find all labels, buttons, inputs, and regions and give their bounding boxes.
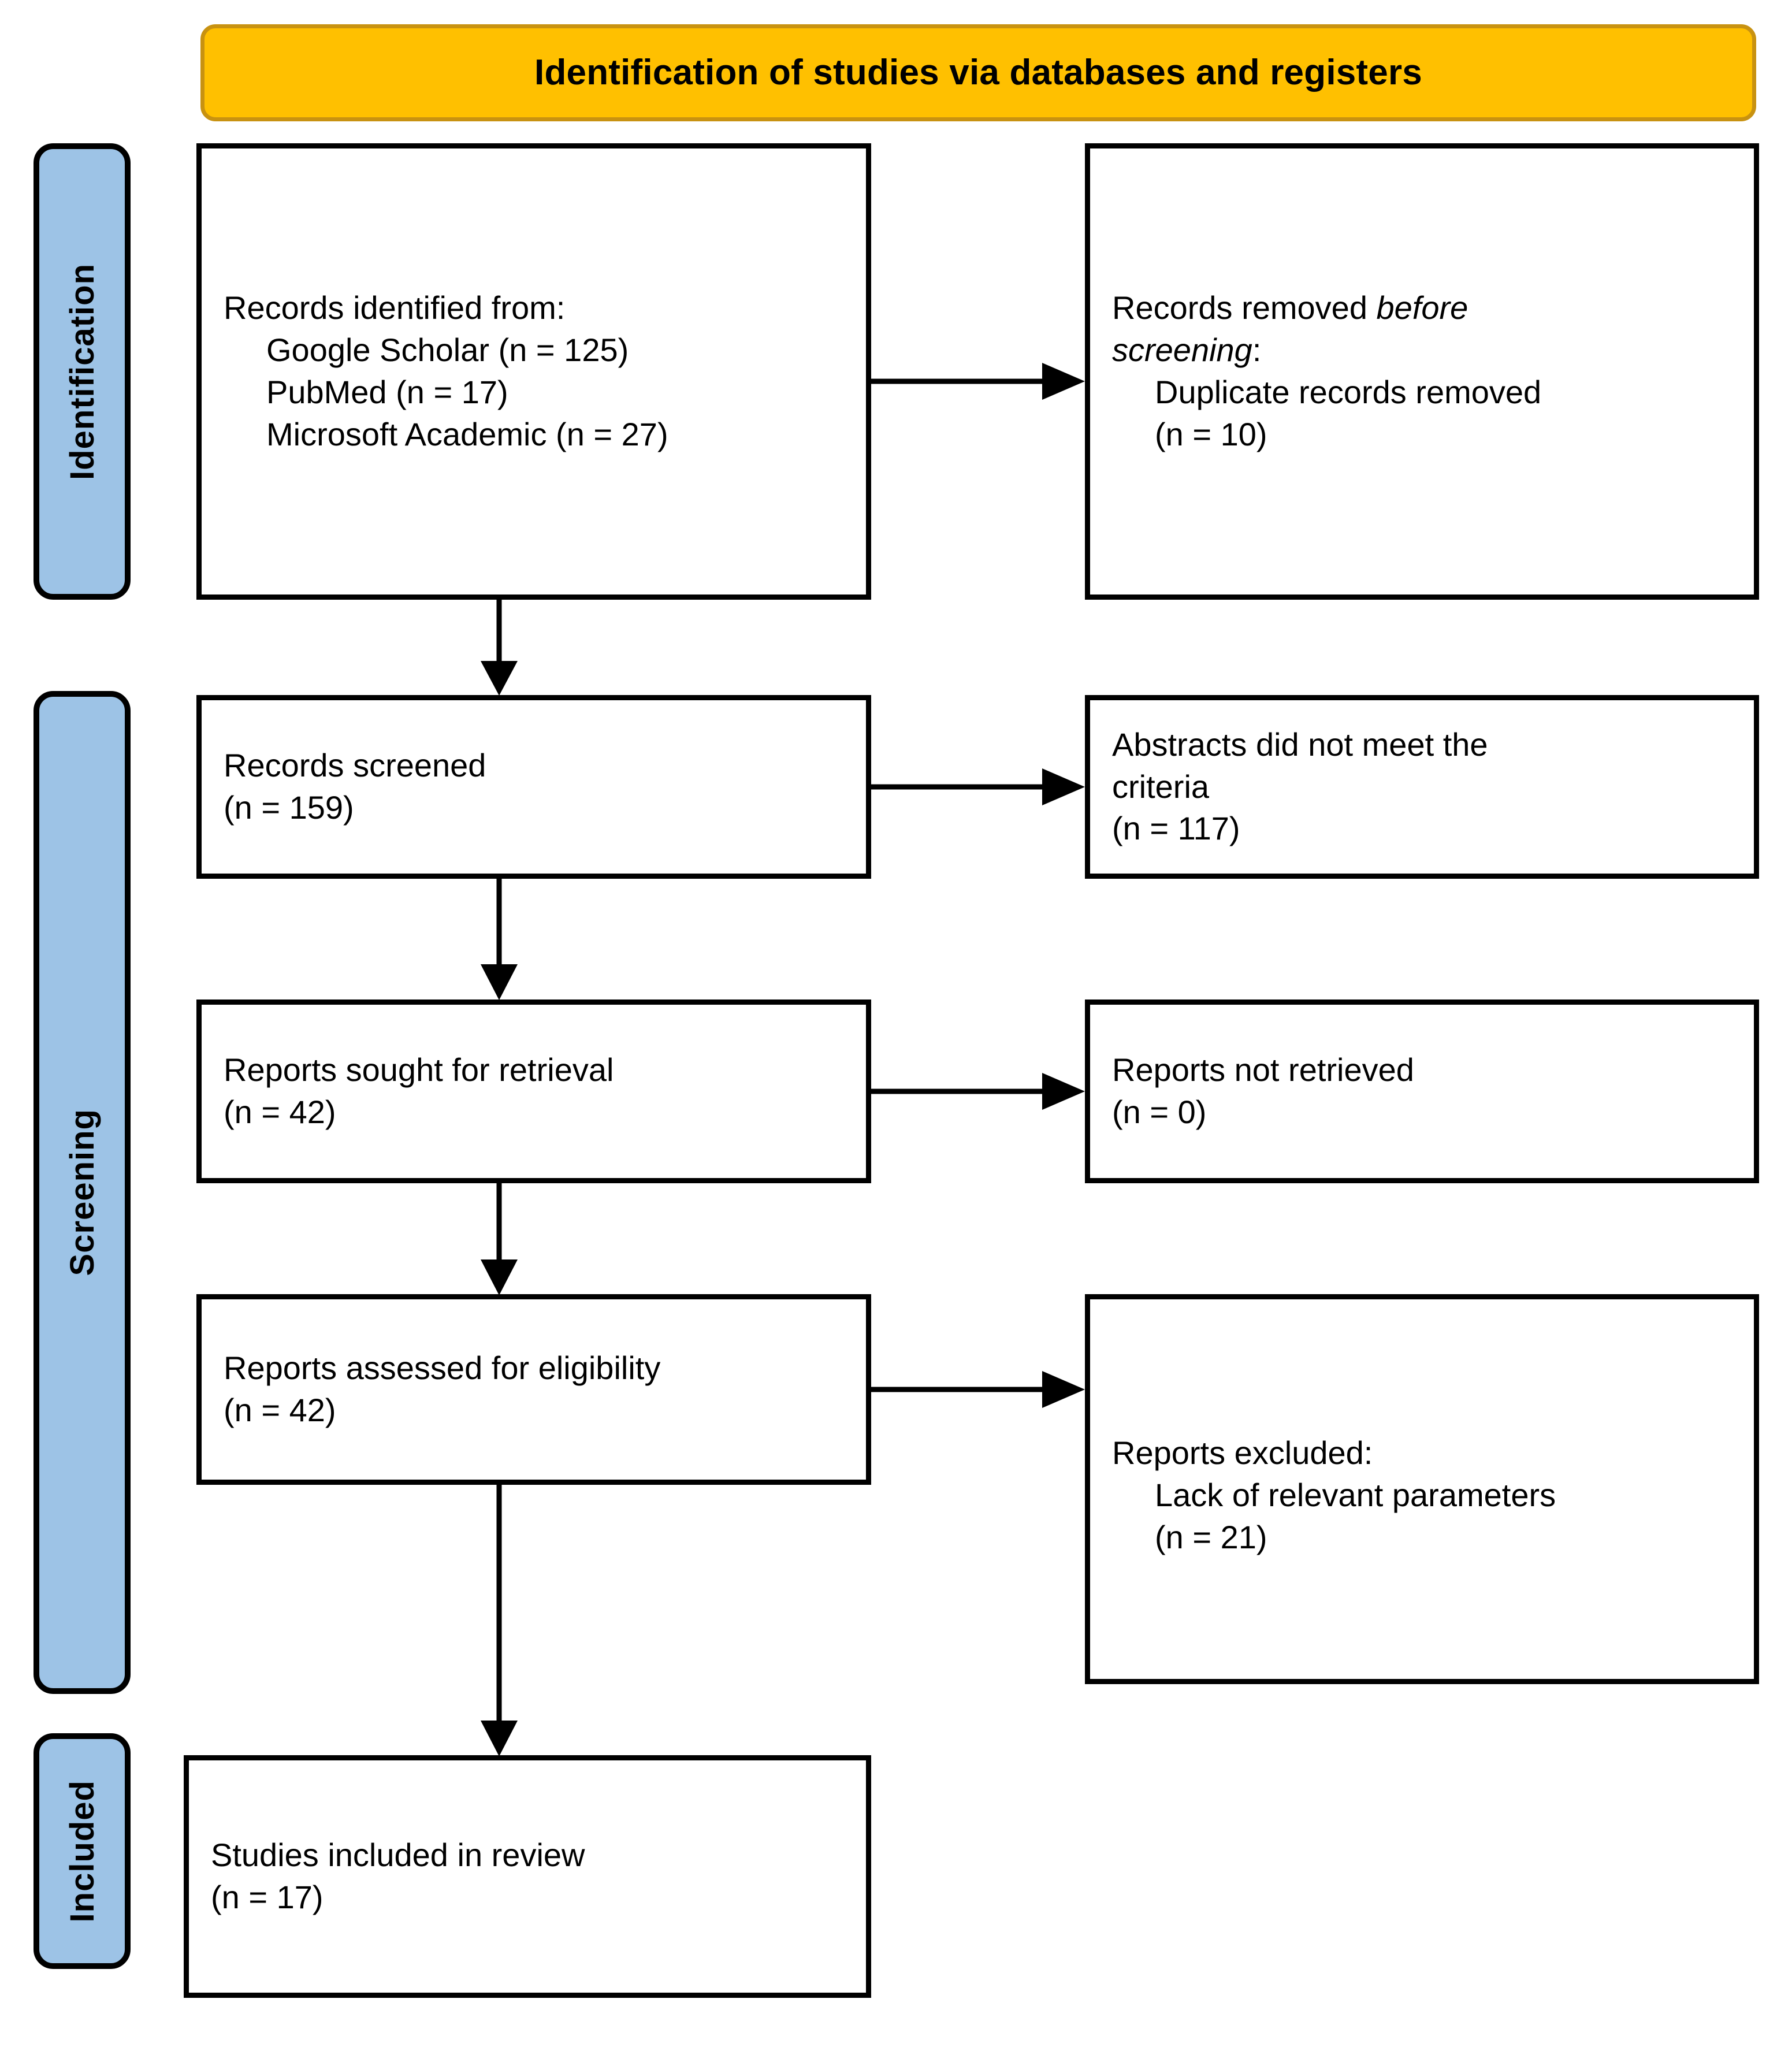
box-line: Abstracts did not meet the xyxy=(1112,726,1488,763)
box-line: Studies included in review xyxy=(211,1837,585,1874)
box-studies-included-body: Studies included in review (n = 17) xyxy=(211,1834,844,1919)
box-records-screened: Records screened (n = 159) xyxy=(196,695,871,879)
box-records-removed: Records removed before screening: Duplic… xyxy=(1085,143,1759,600)
arrow-screened-to-sought xyxy=(481,879,518,1000)
box-line-text: Records removed xyxy=(1112,289,1377,326)
box-reports-not-retrieved-body: Reports not retrieved (n = 0) xyxy=(1112,1049,1732,1134)
box-abstracts-excluded: Abstracts did not meet the criteria (n =… xyxy=(1085,695,1759,879)
arrow-assessed-to-excluded xyxy=(871,1371,1085,1408)
arrow-assessed-to-studies-included xyxy=(481,1485,518,1756)
box-line: Records screened xyxy=(224,747,486,784)
box-line: (n = 159) xyxy=(224,789,354,826)
arrow-identified-to-removed xyxy=(871,363,1085,400)
box-reports-excluded-body: Reports excluded: Lack of relevant param… xyxy=(1112,1432,1732,1558)
box-reports-sought-body: Reports sought for retrieval (n = 42) xyxy=(224,1049,844,1134)
box-line: (n = 17) xyxy=(211,1879,324,1915)
box-line: PubMed (n = 17) xyxy=(266,374,508,410)
box-line: Google Scholar (n = 125) xyxy=(266,332,629,369)
stage-label-included-text: Included xyxy=(63,1779,101,1923)
box-line: (n = 21) xyxy=(1155,1518,1267,1555)
box-line: screening: xyxy=(1112,329,1732,371)
box-line: criteria xyxy=(1112,768,1210,805)
arrow-identified-to-screened xyxy=(481,600,518,696)
box-line: (n = 42) xyxy=(224,1392,336,1428)
stage-label-identification-text: Identification xyxy=(63,263,101,480)
box-reports-sought: Reports sought for retrieval (n = 42) xyxy=(196,1000,871,1183)
box-line: (n = 0) xyxy=(1112,1094,1207,1130)
box-reports-assessed-body: Reports assessed for eligibility (n = 42… xyxy=(224,1347,844,1432)
box-records-identified-body: Records identified from: Google Scholar … xyxy=(224,287,844,455)
box-line: Records removed before xyxy=(1112,287,1732,329)
box-line-emphasis: before xyxy=(1376,289,1468,326)
box-reports-not-retrieved: Reports not retrieved (n = 0) xyxy=(1085,1000,1759,1183)
stage-label-identification: Identification xyxy=(34,143,131,600)
box-studies-included: Studies included in review (n = 17) xyxy=(184,1755,871,1998)
box-line: (n = 42) xyxy=(224,1094,336,1130)
box-line: Duplicate records removed xyxy=(1155,374,1542,410)
box-line: Reports excluded: xyxy=(1112,1435,1373,1472)
box-line: (n = 10) xyxy=(1155,415,1267,452)
arrow-sought-to-not-retrieved xyxy=(871,1073,1085,1110)
box-records-screened-body: Records screened (n = 159) xyxy=(224,745,844,829)
box-abstracts-excluded-body: Abstracts did not meet the criteria (n =… xyxy=(1112,724,1732,850)
arrow-sought-to-assessed xyxy=(481,1183,518,1295)
box-line: Records identified from: xyxy=(224,289,566,326)
box-records-identified: Records identified from: Google Scholar … xyxy=(196,143,871,600)
banner-title: Identification of studies via databases … xyxy=(534,52,1422,92)
box-line: Reports sought for retrieval xyxy=(224,1051,614,1088)
box-line: Microsoft Academic (n = 27) xyxy=(266,415,668,452)
box-reports-excluded: Reports excluded: Lack of relevant param… xyxy=(1085,1294,1759,1684)
box-line: Reports assessed for eligibility xyxy=(224,1350,661,1387)
box-reports-assessed: Reports assessed for eligibility (n = 42… xyxy=(196,1294,871,1485)
box-line: Lack of relevant parameters xyxy=(1155,1477,1556,1514)
stage-label-included: Included xyxy=(34,1733,131,1969)
box-line-emphasis: screening xyxy=(1112,332,1252,369)
stage-label-screening-text: Screening xyxy=(63,1109,101,1276)
box-line: Reports not retrieved xyxy=(1112,1051,1414,1088)
box-records-removed-body: Records removed before screening: Duplic… xyxy=(1112,287,1732,455)
arrow-screened-to-abstracts xyxy=(871,768,1085,805)
box-line-text: : xyxy=(1252,332,1262,369)
stage-label-screening: Screening xyxy=(34,691,131,1694)
box-line: (n = 117) xyxy=(1112,810,1240,847)
diagram-header-banner: Identification of studies via databases … xyxy=(200,24,1756,121)
